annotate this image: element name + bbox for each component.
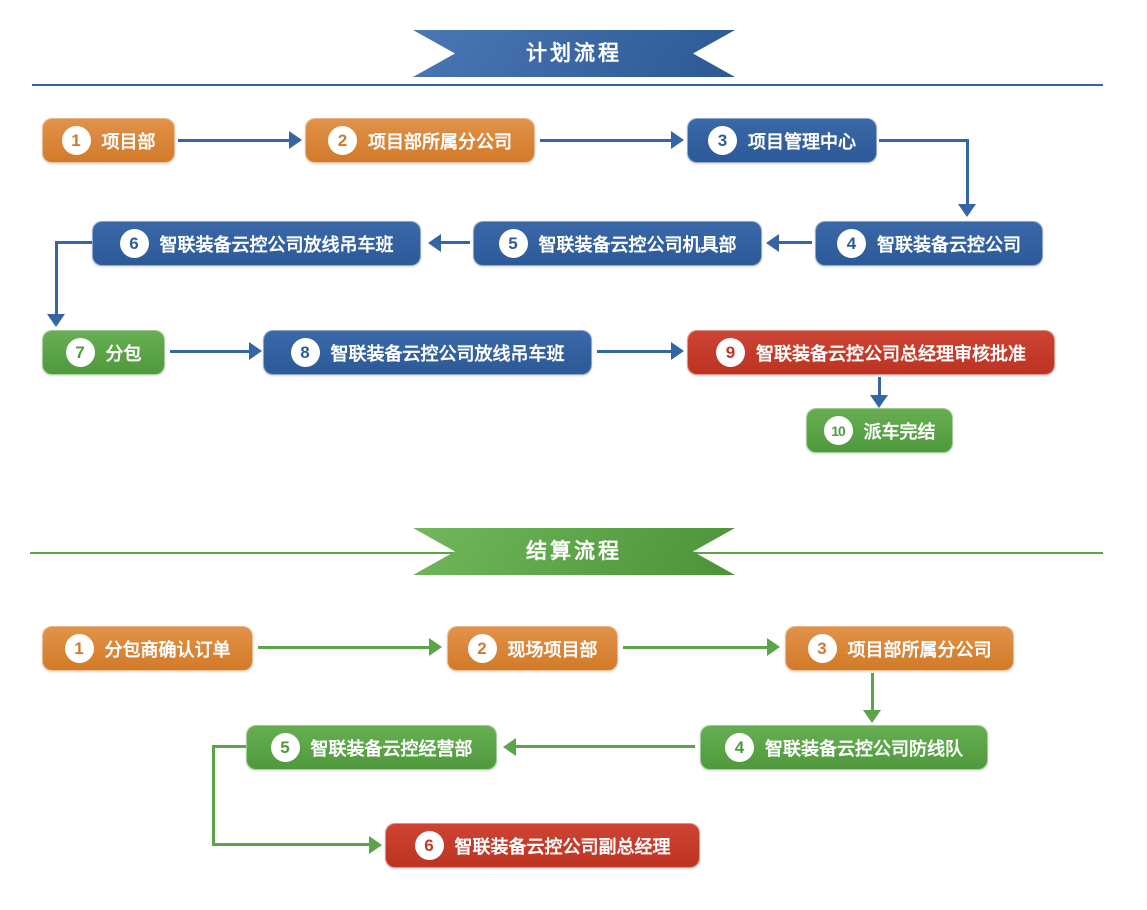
settle-banner: 结算流程	[413, 528, 735, 575]
arrow-settle-3-4	[871, 673, 874, 711]
plan-divider-line	[32, 84, 1103, 86]
arrow-plan-7-8	[170, 350, 250, 353]
arrowhead-settle-1-2	[429, 638, 442, 656]
flow-node-label: 项目部	[101, 131, 156, 152]
arrow-plan-3-4-horizontal	[879, 139, 969, 142]
step-number-badge: 4	[725, 733, 754, 762]
flow-node-plan-10: 10 派车完结	[806, 408, 953, 453]
arrow-settle-1-2	[258, 646, 430, 649]
arrowhead-plan-6-7	[47, 314, 65, 327]
flow-node-label: 现场项目部	[507, 639, 598, 660]
flow-node-plan-3: 3 项目管理中心	[687, 118, 877, 163]
arrowhead-plan-1-2	[289, 131, 302, 149]
flow-node-label: 项目管理中心	[748, 131, 856, 152]
step-number-badge: 1	[61, 126, 91, 155]
arrow-settle-5-6-vertical	[212, 745, 215, 846]
arrowhead-plan-4-5	[766, 234, 779, 252]
flow-node-plan-2: 2 项目部所属分公司	[305, 118, 535, 163]
flow-node-settle-3: 3 项目部所属分公司	[785, 626, 1014, 671]
flow-node-label: 分包	[105, 343, 142, 364]
step-number-badge: 2	[328, 126, 357, 155]
step-number-badge: 3	[807, 634, 837, 663]
flow-node-label: 智联装备云控公司放线吊车班	[330, 343, 565, 364]
step-number-badge: 10	[823, 416, 853, 445]
flow-node-settle-6: 6 智联装备云控公司副总经理	[385, 823, 700, 868]
flow-node-label: 智联装备云控公司机具部	[538, 234, 737, 255]
flow-node-label: 智联装备云控公司总经理审核批准	[756, 343, 1026, 364]
arrow-plan-9-10	[878, 377, 881, 397]
arrow-plan-5-6	[441, 241, 470, 244]
arrow-plan-4-5	[779, 241, 812, 244]
arrowhead-settle-5-6	[369, 836, 382, 854]
flow-node-label: 分包商确认订单	[104, 639, 231, 660]
arrow-settle-5-6-horizontal-bottom	[212, 843, 370, 846]
flow-node-plan-7: 7 分包	[42, 330, 165, 375]
arrowhead-plan-2-3	[671, 131, 684, 149]
flow-node-plan-1: 1 项目部	[42, 118, 175, 163]
step-number-badge: 7	[65, 338, 95, 367]
flow-node-settle-5: 5 智联装备云控经营部	[246, 725, 497, 770]
arrow-plan-2-3	[540, 139, 672, 142]
step-number-badge: 9	[716, 338, 745, 367]
arrowhead-settle-3-4	[863, 710, 881, 723]
arrow-plan-8-9	[597, 350, 672, 353]
step-number-badge: 3	[708, 126, 737, 155]
flow-node-label: 智联装备云控经营部	[310, 738, 473, 759]
step-number-badge: 2	[467, 634, 497, 663]
flow-node-label: 智联装备云控公司放线吊车班	[159, 234, 394, 255]
arrow-plan-3-4-vertical	[966, 139, 969, 205]
flow-node-label: 智联装备云控公司副总经理	[454, 836, 671, 857]
flow-node-label: 智联装备云控公司防线队	[765, 738, 963, 759]
arrowhead-settle-2-3	[767, 638, 780, 656]
step-number-badge: 4	[837, 229, 866, 258]
arrowhead-settle-4-5	[503, 738, 516, 756]
arrow-plan-6-7-vertical	[55, 241, 58, 315]
step-number-badge: 5	[270, 733, 300, 762]
arrow-settle-5-6-horizontal-top	[212, 745, 246, 748]
arrow-plan-1-2	[178, 139, 290, 142]
flow-node-plan-9: 9 智联装备云控公司总经理审核批准	[687, 330, 1055, 375]
step-number-badge: 6	[119, 229, 149, 258]
flow-node-label: 项目部所属分公司	[847, 639, 992, 660]
arrow-settle-2-3	[623, 646, 768, 649]
step-number-badge: 6	[414, 831, 444, 860]
arrow-settle-4-5	[516, 745, 695, 748]
step-number-badge: 1	[64, 634, 94, 663]
flow-node-plan-8: 8 智联装备云控公司放线吊车班	[263, 330, 592, 375]
step-number-badge: 8	[290, 338, 320, 367]
arrowhead-plan-5-6	[428, 234, 441, 252]
flow-node-settle-2: 2 现场项目部	[447, 626, 618, 671]
flow-node-label: 派车完结	[863, 421, 936, 442]
arrowhead-plan-3-4	[958, 204, 976, 217]
flow-node-label: 项目部所属分公司	[368, 131, 512, 152]
flow-node-settle-4: 4 智联装备云控公司防线队	[700, 725, 988, 770]
flow-node-plan-5: 5 智联装备云控公司机具部	[473, 221, 762, 266]
arrowhead-plan-8-9	[671, 342, 684, 360]
step-number-badge: 5	[498, 229, 528, 258]
flow-node-label: 智联装备云控公司	[877, 234, 1021, 255]
arrow-plan-6-7-horizontal	[57, 241, 92, 244]
flow-node-plan-4: 4 智联装备云控公司	[815, 221, 1043, 266]
arrowhead-plan-7-8	[249, 342, 262, 360]
flow-node-settle-1: 1 分包商确认订单	[42, 626, 253, 671]
arrowhead-plan-9-10	[870, 395, 888, 408]
flow-node-plan-6: 6 智联装备云控公司放线吊车班	[92, 221, 421, 266]
plan-banner: 计划流程	[413, 30, 735, 77]
